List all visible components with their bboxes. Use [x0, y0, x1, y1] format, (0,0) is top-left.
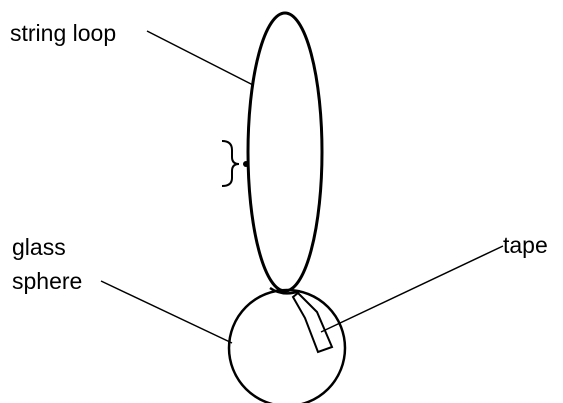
tape-strip — [291, 291, 334, 354]
tape-leader — [320, 245, 504, 333]
sphere-label: sphere — [12, 268, 82, 294]
glass-sphere-leader — [100, 280, 233, 344]
string-loop-label: string loop — [10, 20, 116, 46]
string-loop-leader — [146, 30, 254, 86]
string-loop — [246, 11, 324, 293]
marker-dot — [243, 161, 249, 167]
tape-label: tape — [503, 232, 548, 258]
string-knot — [269, 286, 301, 295]
glass-label: glass — [12, 234, 66, 260]
brace-marker — [221, 140, 240, 187]
